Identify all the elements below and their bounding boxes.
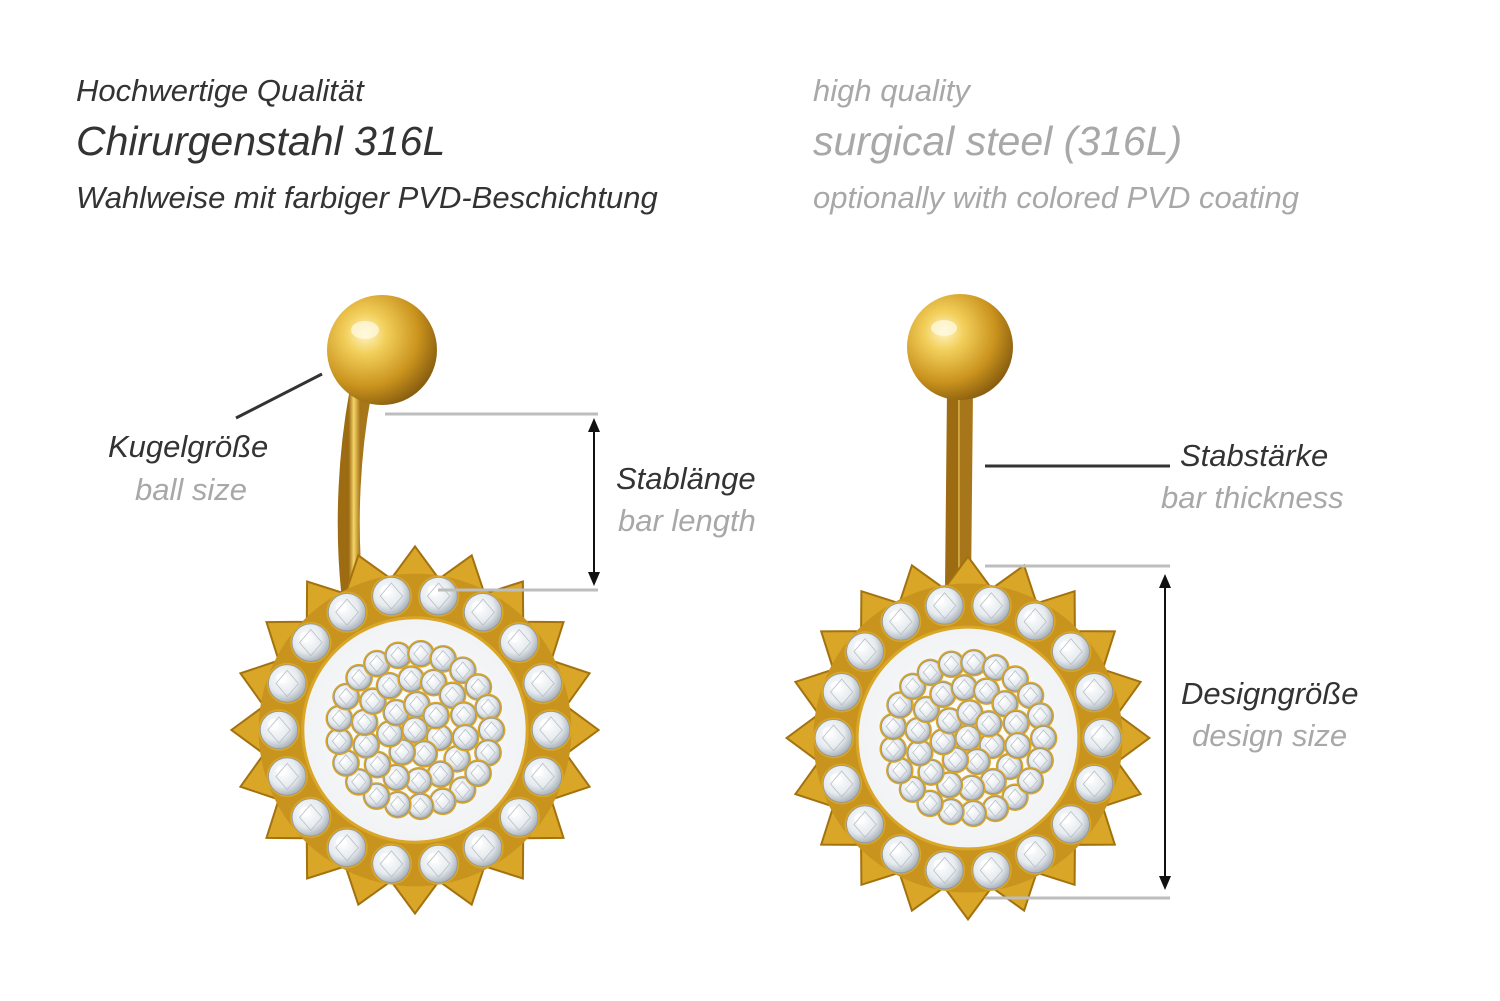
belly-ring-jewelry-left: [229, 295, 601, 916]
double-arrow-icon: [1159, 574, 1171, 890]
ball-size-pointer-line: [235, 372, 323, 420]
header-de-quality: Hochwertige Qualität: [76, 73, 364, 108]
label-bar-thickness-en: bar thickness: [1161, 480, 1344, 515]
header-en-material: surgical steel (316L): [813, 118, 1183, 164]
label-bar-length-de: Stablänge: [616, 461, 756, 496]
header-en-coating: optionally with colored PVD coating: [813, 180, 1299, 215]
header-de-coating: Wahlweise mit farbiger PVD-Beschichtung: [76, 180, 658, 215]
header-en-quality: high quality: [813, 73, 970, 108]
label-ball-size-de: Kugelgröße: [108, 429, 269, 464]
label-bar-thickness-de: Stabstärke: [1180, 438, 1329, 473]
double-arrow-icon: [588, 418, 600, 586]
label-design-size-de: Designgröße: [1181, 676, 1359, 711]
label-ball-size-en: ball size: [135, 472, 247, 507]
design-size-measure: [985, 564, 1171, 900]
bar-length-measure: [385, 412, 600, 592]
header-de-material: Chirurgenstahl 316L: [76, 118, 446, 164]
belly-ring-jewelry-right: [784, 294, 1152, 922]
label-bar-length-en: bar length: [618, 503, 756, 538]
label-design-size-en: design size: [1192, 718, 1348, 753]
